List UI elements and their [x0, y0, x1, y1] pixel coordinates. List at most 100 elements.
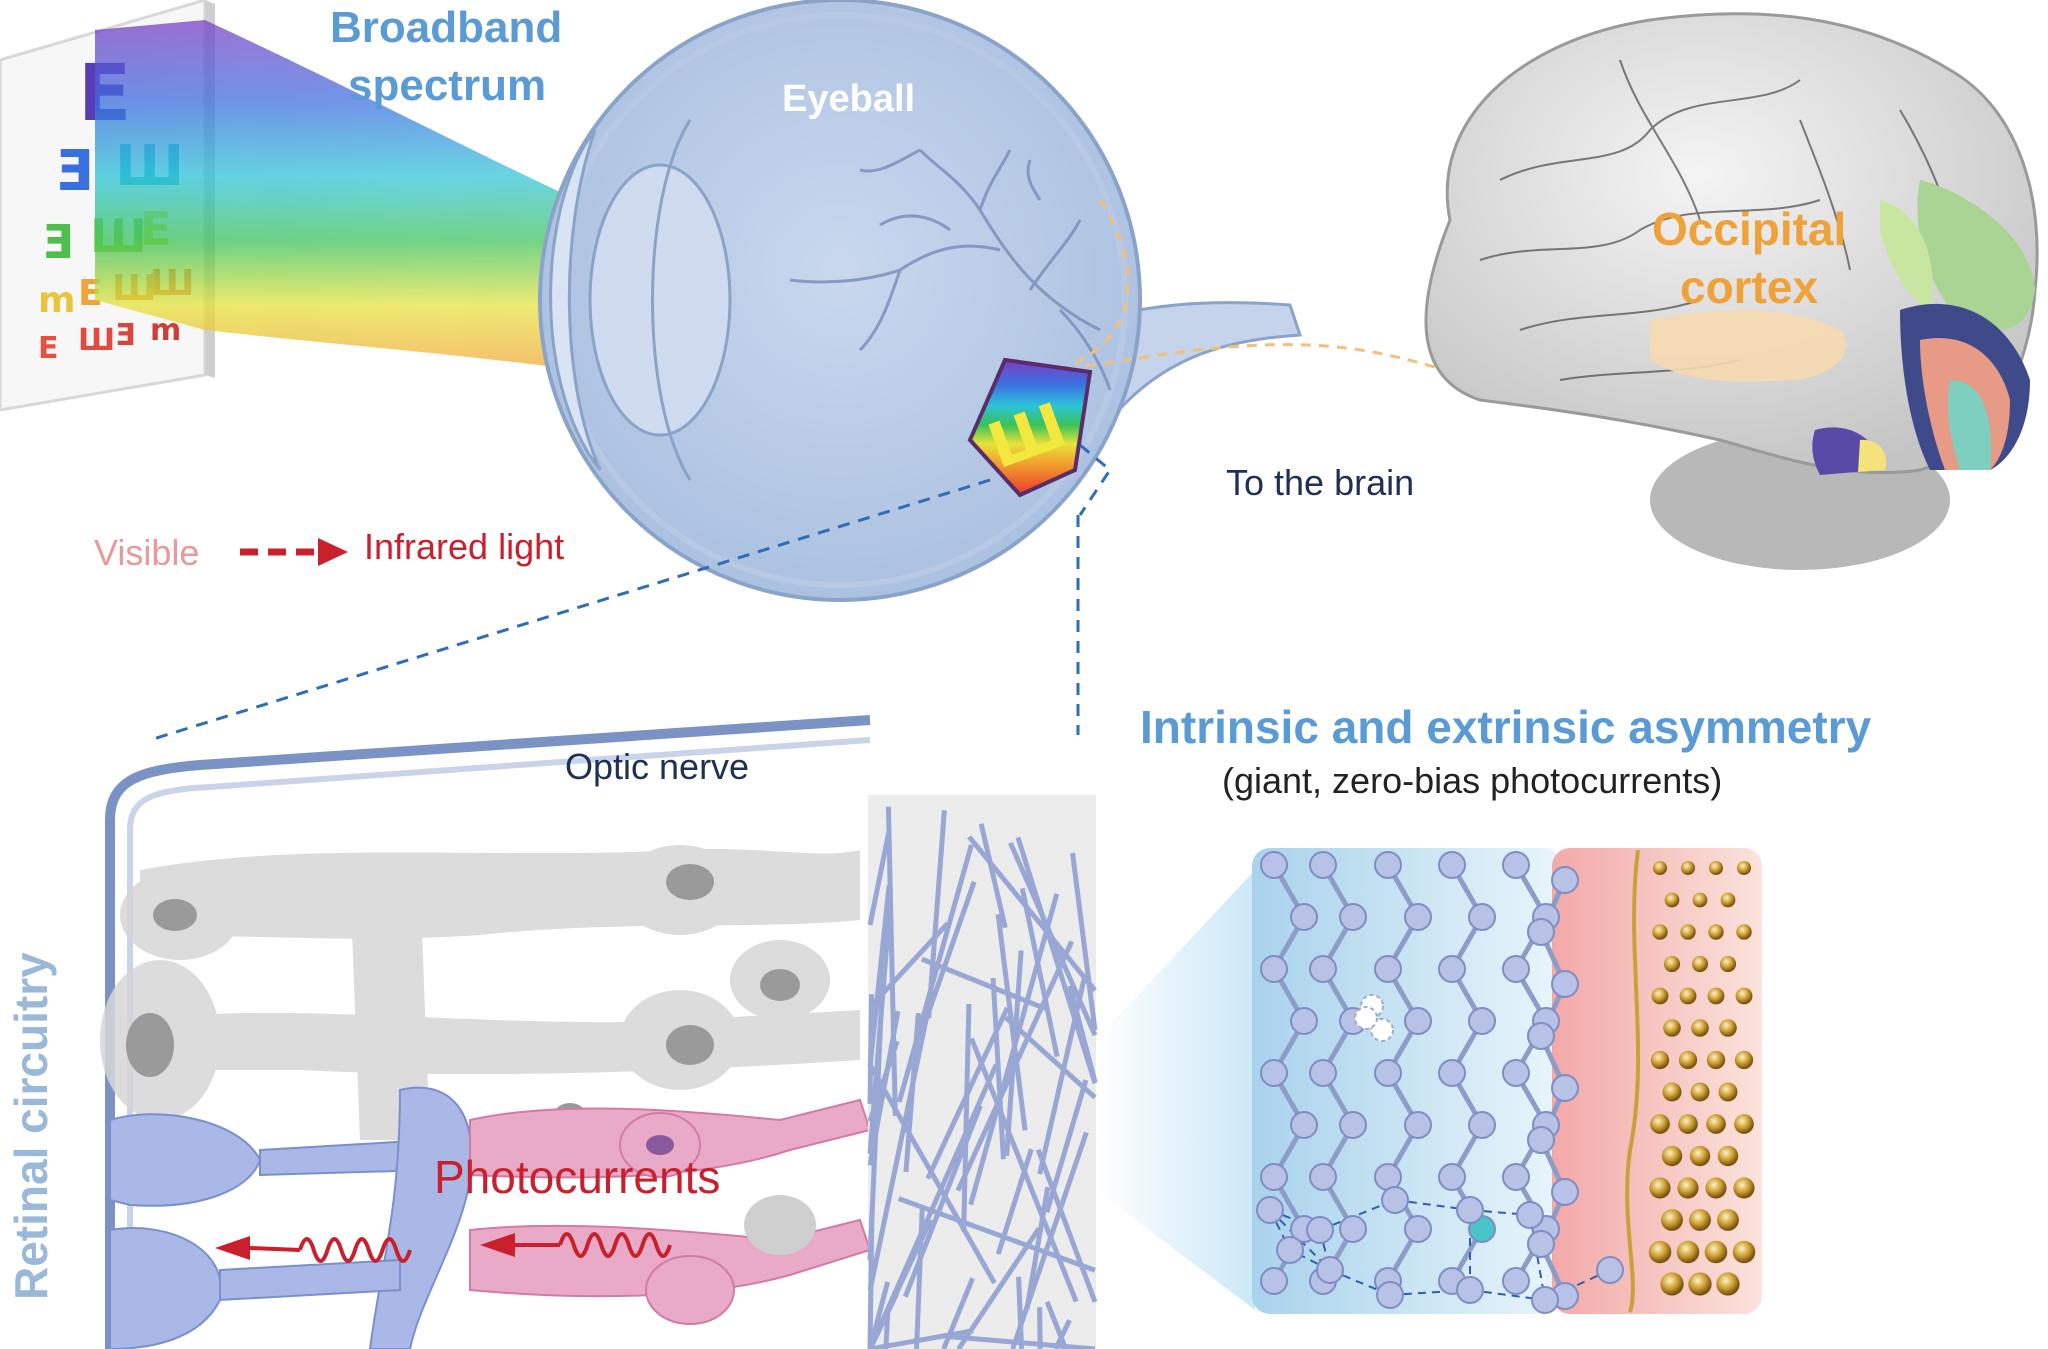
zoom-lines [149, 443, 1112, 742]
lattice-atom [1404, 1111, 1432, 1139]
lattice-atom [1339, 1215, 1367, 1243]
gold-nanoparticle [1661, 1145, 1683, 1167]
asymmetry-title: Intrinsic and extrinsic asymmetry [1140, 701, 1872, 753]
nanowire [897, 1196, 1096, 1273]
gold-nanoparticle [1652, 924, 1668, 940]
lattice-atom [1516, 1201, 1544, 1229]
brain [1424, 12, 2039, 570]
asymmetry-subtitle: (giant, zero-bias photocurrents) [1222, 760, 1723, 801]
zoom-cone [1096, 870, 1255, 1310]
lattice-atom [1256, 1196, 1284, 1224]
lattice-atom [1456, 1276, 1484, 1304]
visible-label: Visible [94, 532, 200, 573]
gold-nanoparticle [1662, 1082, 1682, 1102]
nanowire [1016, 1276, 1025, 1349]
gold-nanoparticle [1707, 987, 1725, 1005]
lattice-atom [1290, 1007, 1318, 1035]
lattice-atom [1316, 1256, 1344, 1284]
gold-nanoparticle [1678, 1050, 1698, 1070]
lattice-atom [1551, 866, 1579, 894]
chart-letter: Ǝ [55, 139, 93, 204]
nanowire-mesh [867, 795, 1098, 1349]
nanowire [956, 1227, 1041, 1349]
gold-nanoparticle [1660, 1272, 1684, 1296]
nanowire [1010, 1131, 1089, 1349]
lattice-atom [1404, 1007, 1432, 1035]
nanowire [947, 1333, 1096, 1349]
gold-nanoparticle [1733, 1177, 1755, 1199]
gold-nanoparticle [1649, 1177, 1671, 1199]
gold-nanoparticle [1661, 1209, 1683, 1231]
nanowire [869, 1328, 974, 1349]
gold-nanoparticle [1653, 861, 1667, 875]
gold-nanoparticle [1690, 1082, 1710, 1102]
nanowire [914, 1204, 925, 1349]
lattice-atom [1374, 1163, 1402, 1191]
nanowire [1070, 852, 1098, 1031]
gold-nanoparticle [1650, 1050, 1670, 1070]
nanowire [1044, 1300, 1069, 1349]
nanowire [967, 835, 1097, 992]
eyeball: Ш [538, 0, 1702, 602]
lattice-atom [1309, 1163, 1337, 1191]
lattice-atom [1404, 1215, 1432, 1243]
gold-nanoparticle [1676, 1240, 1700, 1264]
gold-nanoparticle [1705, 1177, 1727, 1199]
lattice-atom [1456, 1196, 1484, 1224]
gold-nanoparticle [1663, 1019, 1681, 1037]
nanowire [995, 914, 1028, 1131]
gold-nanoparticle [1706, 1050, 1726, 1070]
gold-nanoparticle [1688, 1272, 1712, 1296]
lattice-atom [1438, 1059, 1466, 1087]
lattice-vacancy [1370, 1018, 1394, 1042]
lattice-atom [1502, 955, 1530, 983]
lattice-atom [1527, 1022, 1555, 1050]
gold-nanoparticle [1720, 892, 1736, 908]
nanowire [867, 989, 935, 1291]
occipital-label-line2: cortex [1680, 261, 1819, 313]
retinal-circuitry-panel [100, 715, 872, 1349]
gold-nanoparticle [1717, 1209, 1739, 1231]
gold-nanoparticle [1663, 955, 1681, 973]
gold-nanoparticle [1691, 1019, 1709, 1037]
chart-letter: Ǝ [42, 215, 73, 269]
spectrum-title-line1: Broadband [330, 3, 563, 52]
lattice-atom [1374, 1059, 1402, 1087]
chart-letter: E [38, 331, 59, 366]
lattice-atom [1468, 903, 1496, 931]
gold-nanoparticle [1678, 1114, 1698, 1134]
lattice-atom [1309, 1059, 1337, 1087]
gold-nanoparticle [1734, 1050, 1754, 1070]
nanowire [1035, 1148, 1098, 1303]
gold-nanoparticle [1680, 924, 1696, 940]
lattice-atom [1502, 1163, 1530, 1191]
gold-nanoparticle [1708, 924, 1724, 940]
lattice-crystal [1252, 848, 1762, 1314]
photocurrent-wave [298, 1232, 672, 1263]
retina-patch: Ш [967, 357, 1093, 498]
spectrum-title-line2: spectrum [348, 61, 547, 110]
lattice-atom [1309, 955, 1337, 983]
gold-nanoparticle [1709, 861, 1723, 875]
photocurrent-arrow [215, 1233, 560, 1260]
lattice-atom [1276, 1236, 1304, 1264]
nanowire [1019, 887, 1060, 1058]
gold-nanoparticle [1736, 924, 1752, 940]
gold-nanoparticle [1691, 955, 1709, 973]
photocurrents-label: Photocurrents [434, 1151, 721, 1203]
lattice-atom [1438, 1163, 1466, 1191]
occipital-label-line1: Occipital [1652, 203, 1847, 255]
infrared-label: Infrared light [364, 526, 565, 567]
gold-nanoparticle [1664, 892, 1680, 908]
optic-nerve-path [1076, 199, 1702, 402]
chart-letter: m [38, 280, 76, 321]
gold-nanoparticle [1716, 1272, 1740, 1296]
gold-nanoparticle [1735, 987, 1753, 1005]
nanowire [978, 823, 1008, 929]
lattice-atom [1376, 1281, 1404, 1309]
lattice-atom [1290, 903, 1318, 931]
nanowire [926, 810, 947, 1019]
gold-nanoparticle [1718, 1082, 1738, 1102]
lattice-atom [1531, 1286, 1559, 1314]
